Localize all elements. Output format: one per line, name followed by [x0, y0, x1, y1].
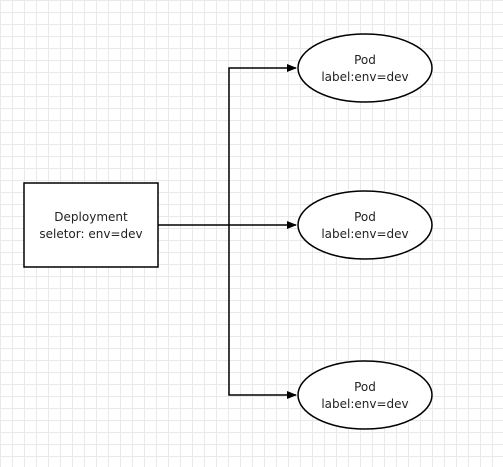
pod-label-3: label:env=dev	[321, 397, 408, 411]
pod-node-3[interactable]: Pod label:env=dev	[297, 360, 433, 430]
pod-ellipse-2	[297, 190, 433, 260]
connectors	[158, 64, 297, 399]
pod-title-2: Pod	[354, 210, 376, 224]
pod-node-1[interactable]: Pod label:env=dev	[297, 33, 433, 103]
pod-label-2: label:env=dev	[321, 227, 408, 241]
pod-title-1: Pod	[354, 53, 376, 67]
pod-title-3: Pod	[354, 380, 376, 394]
pod-node-2[interactable]: Pod label:env=dev	[297, 190, 433, 260]
connector-to-pod-1	[228, 64, 297, 225]
deployment-selector: seletor: env=dev	[39, 227, 142, 241]
pod-ellipse-3	[297, 360, 433, 430]
deployment-title: Deployment	[54, 210, 128, 224]
pod-ellipse-1	[297, 33, 433, 103]
pod-label-1: label:env=dev	[321, 70, 408, 84]
connector-to-pod-3	[228, 225, 297, 399]
deployment-box	[23, 182, 159, 268]
deployment-node[interactable]: Deployment seletor: env=dev	[23, 182, 159, 268]
